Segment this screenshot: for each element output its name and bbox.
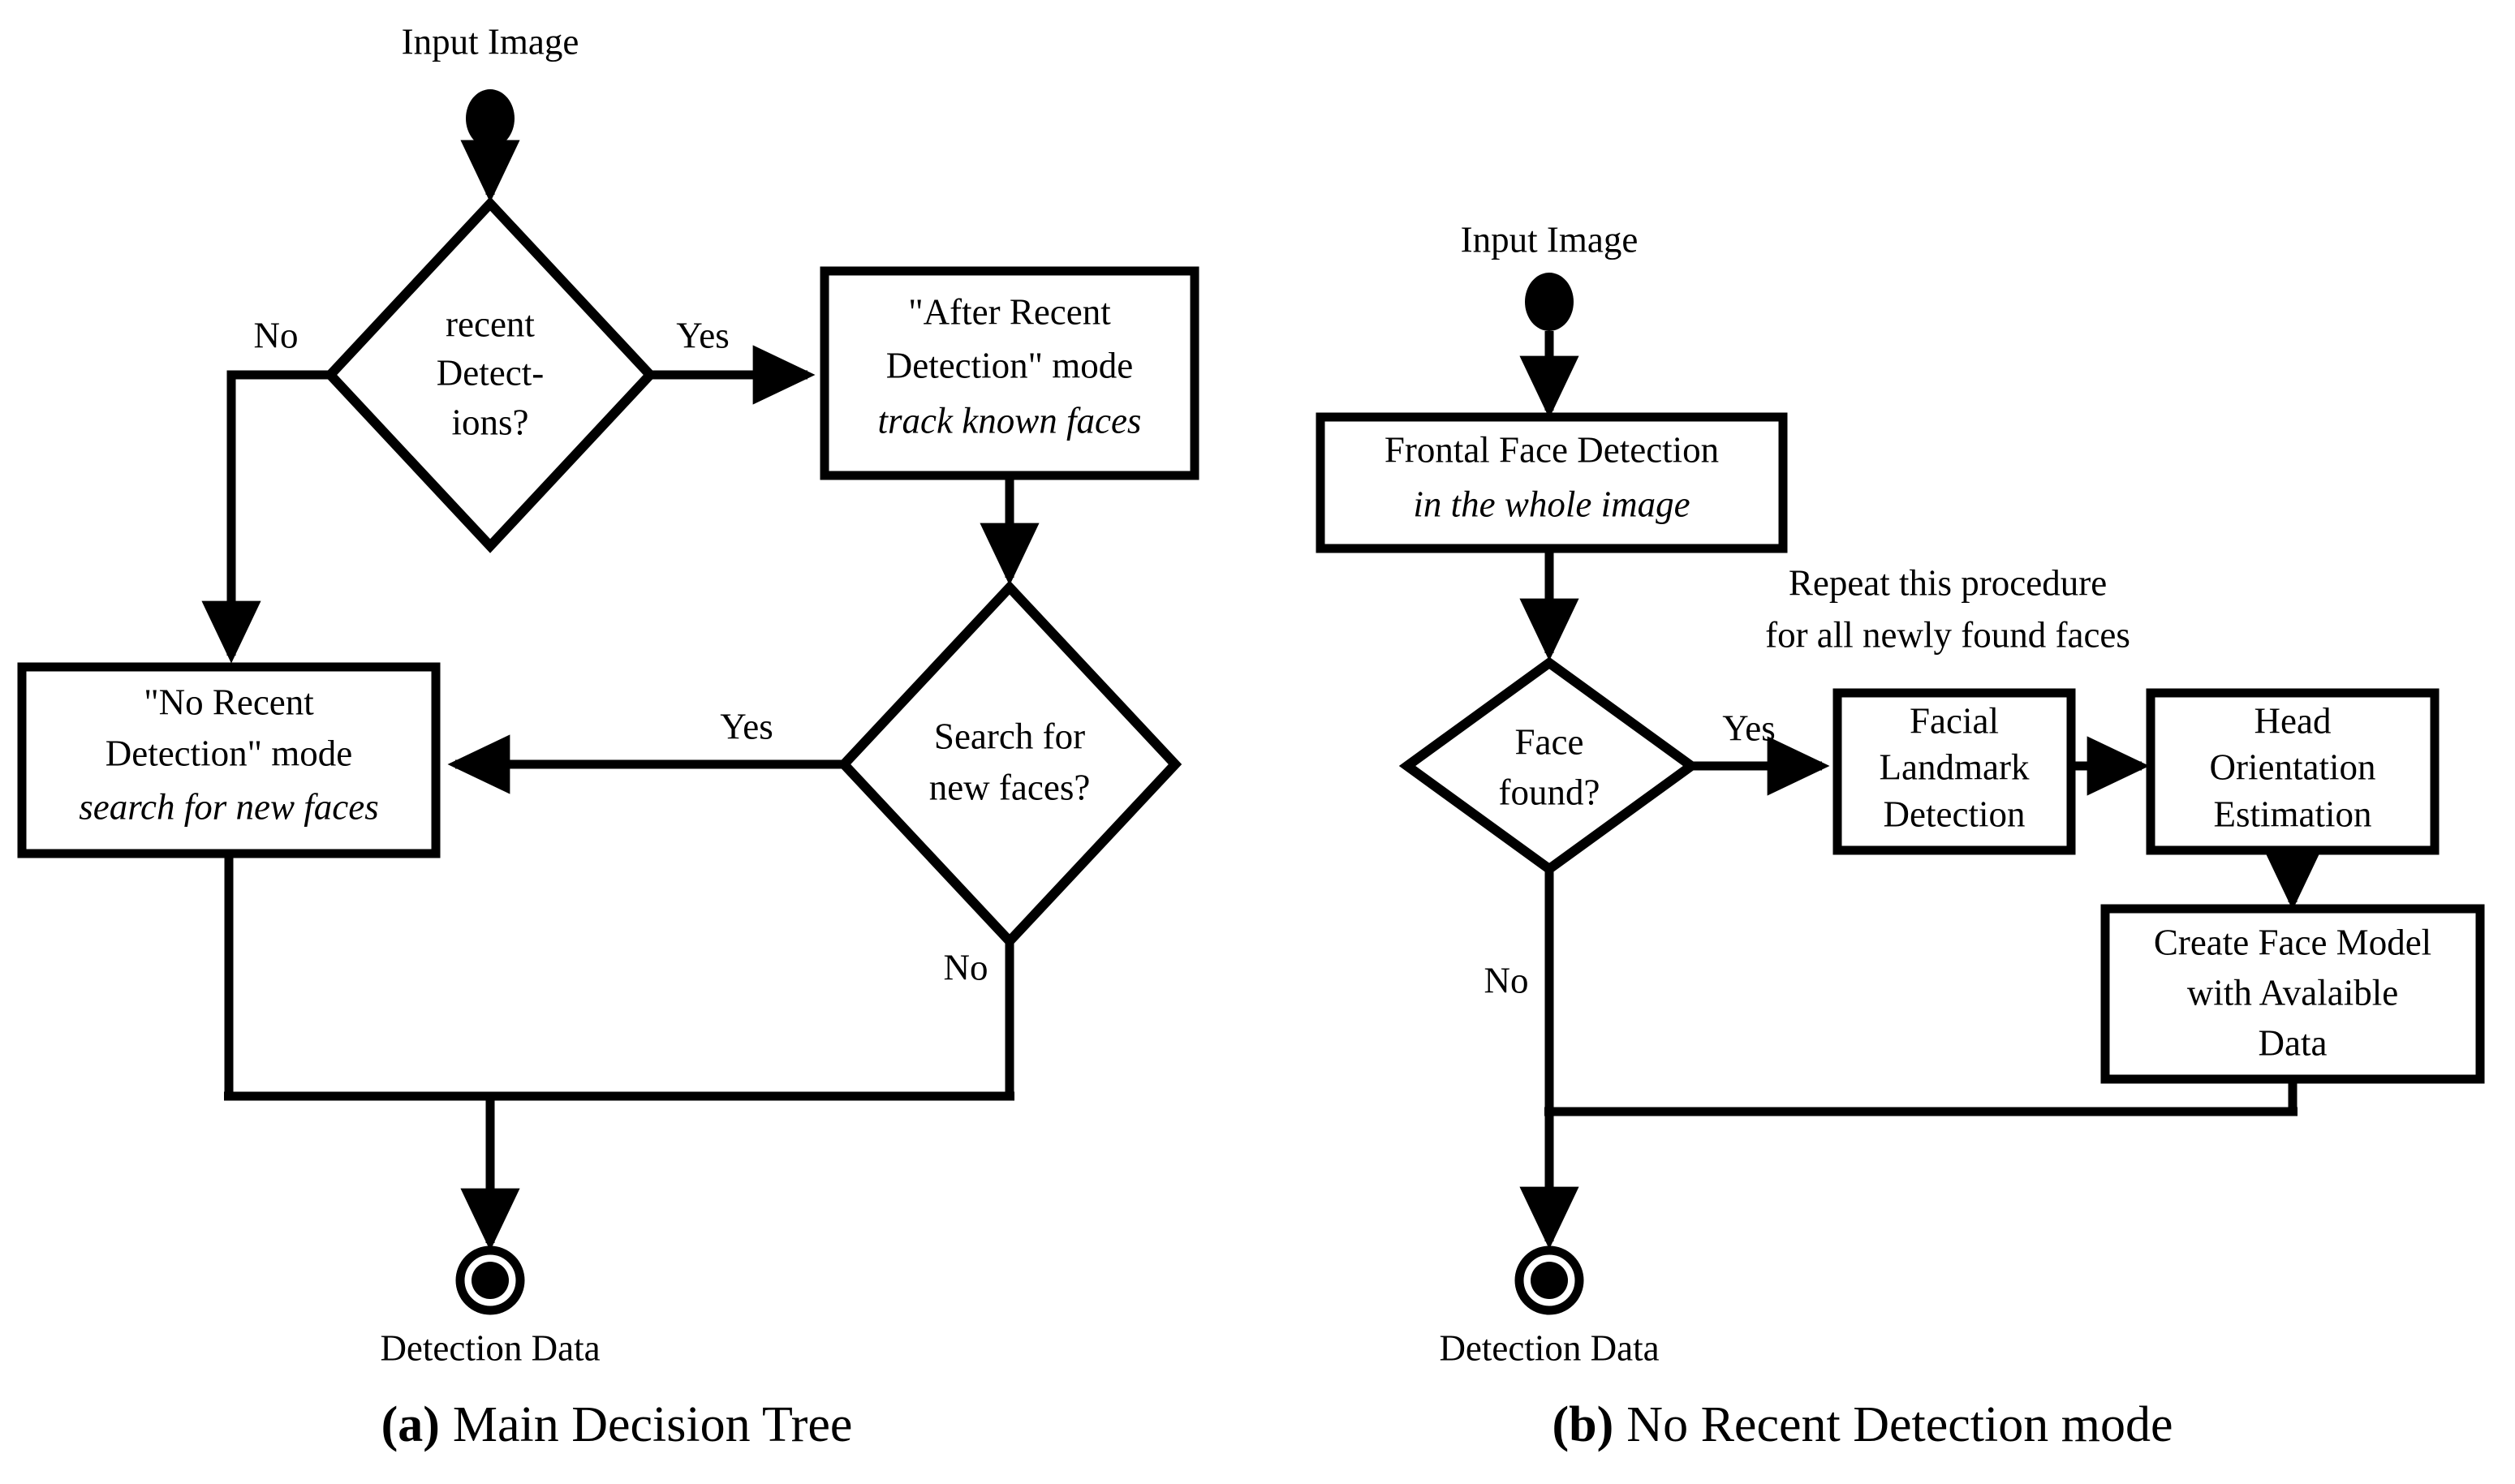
end-node-dot-b xyxy=(1531,1262,1568,1299)
facial-landmark-line-2: Landmark xyxy=(1880,746,2030,787)
search-new-faces-line-2: new faces? xyxy=(929,767,1091,807)
caption-a-tag: (a) xyxy=(381,1397,440,1452)
frontal-face-line-1: Frontal Face Detection xyxy=(1385,429,1719,470)
recent-detections-line-3: ions? xyxy=(452,402,529,442)
end-node-ring-a xyxy=(455,1245,525,1315)
facial-landmark-line-3: Detection xyxy=(1884,794,2026,834)
start-node-a xyxy=(466,89,515,148)
edge-label-search-yes: Yes xyxy=(720,706,773,746)
search-new-faces-line-1: Search for xyxy=(934,716,1085,756)
edge-label-face-found-yes: Yes xyxy=(1722,708,1775,748)
caption-b-tag: (b) xyxy=(1552,1397,1614,1452)
create-face-model-line-2: with Avalaible xyxy=(2187,972,2398,1013)
after-recent-line-1: "After Recent xyxy=(908,291,1111,332)
after-recent-line-2: Detection" mode xyxy=(886,345,1134,385)
facial-landmark-line-1: Facial xyxy=(1910,700,1999,741)
start-node-b xyxy=(1525,273,1574,331)
search-new-faces-decision xyxy=(837,580,1182,948)
head-orientation-line-3: Estimation xyxy=(2214,794,2372,834)
repeat-annotation-line-1: Repeat this procedure xyxy=(1789,562,2107,603)
face-found-line-1: Face xyxy=(1515,721,1584,762)
start-label-a: Input Image xyxy=(402,21,579,62)
end-label-a: Detection Data xyxy=(380,1327,600,1368)
frontal-face-italic: in the whole image xyxy=(1413,484,1690,524)
end-label-b: Detection Data xyxy=(1439,1327,1659,1368)
no-recent-italic: search for new faces xyxy=(79,786,379,827)
create-face-model-line-3: Data xyxy=(2259,1022,2328,1063)
head-orientation-line-2: Orientation xyxy=(2210,746,2376,787)
frontal-face-detection-box xyxy=(1316,412,1788,553)
edge-label-recent-yes: Yes xyxy=(676,315,729,355)
recent-detections-decision xyxy=(323,196,657,553)
create-face-model-line-1: Create Face Model xyxy=(2154,922,2431,962)
head-orientation-line-1: Head xyxy=(2254,700,2332,741)
end-node-ring-b xyxy=(1514,1245,1584,1315)
recent-detections-line-2: Detect- xyxy=(437,352,544,393)
face-found-line-2: found? xyxy=(1499,772,1600,812)
after-recent-italic: track known faces xyxy=(878,400,1142,441)
caption-b: (b)No Recent Detection mode xyxy=(1552,1397,2173,1452)
repeat-annotation-line-2: for all newly found faces xyxy=(1765,614,2130,655)
caption-a-text: Main Decision Tree xyxy=(453,1397,853,1452)
edge-label-search-no: No xyxy=(944,947,988,987)
end-node-dot-a xyxy=(472,1262,509,1299)
caption-a: (a)Main Decision Tree xyxy=(381,1397,853,1452)
edge-recent-no xyxy=(201,370,330,664)
edge-label-recent-no: No xyxy=(254,315,299,355)
face-found-decision xyxy=(1398,656,1700,875)
caption-b-text: No Recent Detection mode xyxy=(1626,1397,2173,1452)
no-recent-line-2: Detection" mode xyxy=(106,733,353,773)
facial-landmark-detection-box xyxy=(1832,688,2076,855)
no-recent-line-1: "No Recent xyxy=(144,682,314,722)
after-recent-detection-box xyxy=(820,266,1199,480)
recent-detections-line-1: recent xyxy=(446,303,535,344)
create-face-model-box xyxy=(2100,904,2485,1084)
head-orientation-estimation-box xyxy=(2146,688,2440,855)
no-recent-detection-box xyxy=(17,662,441,858)
edge-label-face-found-no: No xyxy=(1484,960,1529,1000)
start-label-b: Input Image xyxy=(1461,219,1639,260)
